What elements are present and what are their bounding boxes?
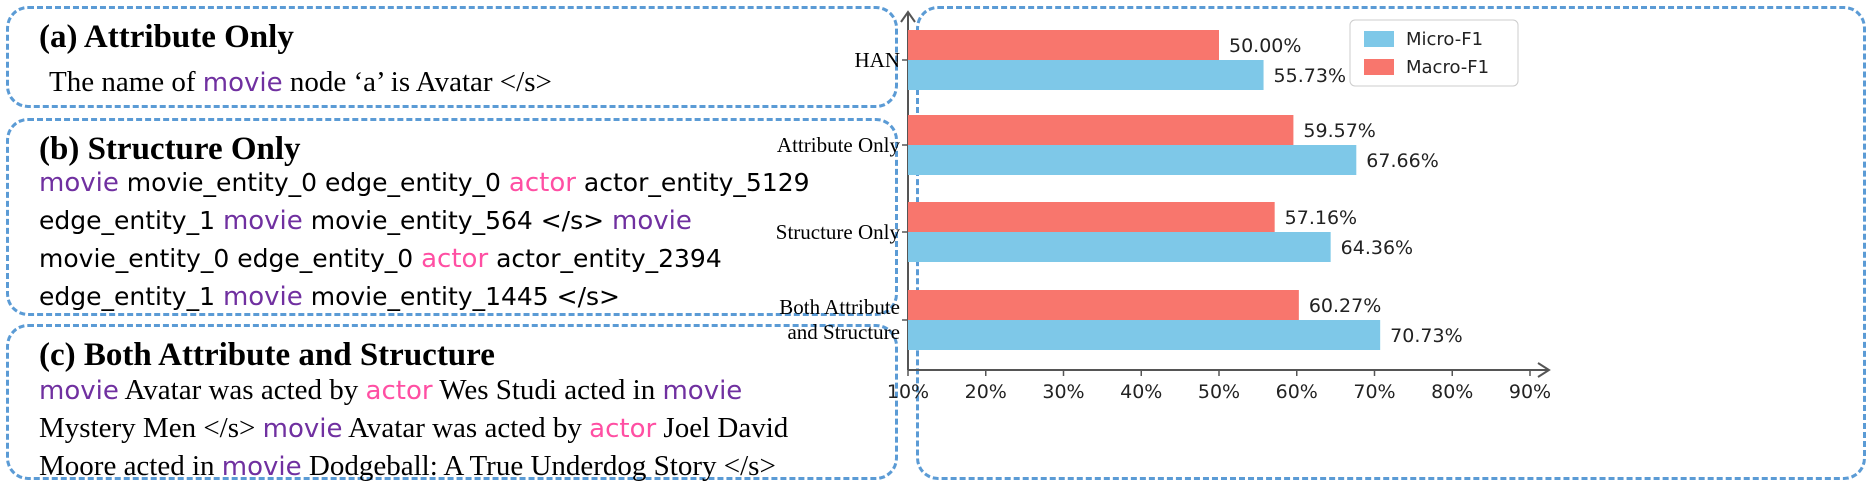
legend-label: Micro-F1 [1406,29,1483,50]
x-tick-label: 60% [1276,381,1318,403]
text-segment: Mystery Men </s> [39,412,263,444]
text-segment: actor_entity_2394 [488,244,722,273]
value-label-micro-f1: 64.36% [1341,237,1413,259]
text-segment: Joel David [656,412,789,444]
panel-text: The name of movie node ‘a’ is Avatar </s… [49,63,552,101]
value-label-macro-f1: 59.57% [1303,120,1375,142]
f1-bar-chart-panel: 10% 20% 30% 40% 50% 60% 70% 80% 90% 50.00% 55.73% H… [776,6,1866,480]
text-segment: movie_entity_0 edge_entity_0 [39,244,422,273]
text-line: Mystery Men </s> movie Avatar was acted … [39,409,788,447]
text-line: The name of movie node ‘a’ is Avatar </s… [49,63,552,101]
movie-token: movie [39,168,119,198]
text-segment: Avatar was acted by [342,412,590,444]
bar-macro-f1 [908,290,1299,320]
category-label-line: Both Attribute [779,295,900,319]
text-segment: movie_entity_1445 </s> [302,282,620,311]
movie-token: movie [202,68,283,98]
text-line: edge_entity_1 movie movie_entity_1445 </… [39,278,810,316]
text-segment: The name of [49,66,203,98]
panel-attribute-and-structure: (c) Both Attribute and Structure movie A… [6,324,898,482]
movie-token: movie [39,376,119,406]
actor-token: actor [365,376,433,406]
x-axis-arrow-icon [1537,362,1551,378]
movie-token: movie [221,452,302,482]
text-segment: actor_entity_5129 [575,168,810,197]
x-tick-label: 30% [1042,381,1084,403]
panel-structure-only: (b) Structure Only movie movie_entity_0 … [6,118,898,316]
legend-label: Macro-F1 [1406,57,1489,78]
category-label-line: HAN [855,48,901,72]
panel-text: movie movie_entity_0 edge_entity_0 actor… [39,164,810,316]
actor-token: actor [508,168,576,198]
bar-macro-f1 [908,115,1294,145]
bar-macro-f1 [908,202,1275,232]
y-axis-arrow-icon [900,10,916,23]
x-tick-label: 50% [1198,381,1240,403]
bar-macro-f1 [908,30,1219,60]
chart-plot-group: 10% 20% 30% 40% 50% 60% 70% 80% 90% 50.00% 55.73% H… [776,10,1551,403]
x-tick-label: 70% [1353,381,1395,403]
value-label-macro-f1: 50.00% [1229,35,1301,57]
x-tick-label: 90% [1509,381,1551,403]
x-tick-label: 40% [1120,381,1162,403]
value-label-macro-f1: 57.16% [1285,207,1357,229]
text-segment: movie_entity_564 </s> [302,206,613,235]
bar-micro-f1 [908,320,1381,350]
panel-title: (c) Both Attribute and Structure [39,337,495,373]
text-line: edge_entity_1 movie movie_entity_564 </s… [39,202,810,240]
category-label-line: and Structure [787,320,900,344]
movie-token: movie [662,376,743,406]
panel-title: (b) Structure Only [39,131,301,167]
actor-token: actor [589,414,657,444]
text-line: movie Avatar was acted by actor Wes Stud… [39,371,788,409]
category-label-line: Structure Only [776,220,901,244]
legend-swatch [1364,59,1394,75]
value-label-micro-f1: 55.73% [1274,65,1346,87]
text-line: movie_entity_0 edge_entity_0 actor actor… [39,240,810,278]
panel-title: (a) Attribute Only [39,19,294,55]
x-tick-label: 80% [1431,381,1473,403]
bar-micro-f1 [908,60,1264,90]
f1-bar-chart: 10% 20% 30% 40% 50% 60% 70% 80% 90% 50.00% 55.73% H… [776,10,1551,403]
movie-token: movie [262,414,343,444]
text-line: movie movie_entity_0 edge_entity_0 actor… [39,164,810,202]
text-segment: Moore acted in [39,450,222,482]
movie-token: movie [222,206,303,236]
category-label: Attribute Only [777,133,901,157]
x-tick-label: 10% [887,381,929,403]
panel-attribute-only: (a) Attribute Only The name of movie nod… [6,6,898,108]
text-segment: Avatar was acted by [118,374,366,406]
bar-micro-f1 [908,232,1331,262]
value-label-micro-f1: 70.73% [1390,325,1462,347]
category-label: Structure Only [776,220,901,244]
text-segment: Dodgeball: A True Underdog Story </s> [301,450,776,482]
text-segment: node ‘a’ is Avatar </s> [282,66,552,98]
x-tick-label: 20% [965,381,1007,403]
category-label: HAN [855,48,901,72]
legend-swatch [1364,31,1394,47]
category-label-line: Attribute Only [777,133,901,157]
text-line: Moore acted in movie Dodgeball: A True U… [39,447,788,485]
panel-text: movie Avatar was acted by actor Wes Stud… [39,371,788,485]
text-segment: Wes Studi acted in [432,374,663,406]
value-label-macro-f1: 60.27% [1309,295,1381,317]
actor-token: actor [421,244,489,274]
bar-micro-f1 [908,145,1357,175]
value-label-micro-f1: 67.66% [1366,150,1438,172]
text-segment: edge_entity_1 [39,282,223,311]
text-segment: movie_entity_0 edge_entity_0 [118,168,509,197]
text-segment: edge_entity_1 [39,206,223,235]
movie-token: movie [612,206,692,236]
movie-token: movie [222,282,303,312]
